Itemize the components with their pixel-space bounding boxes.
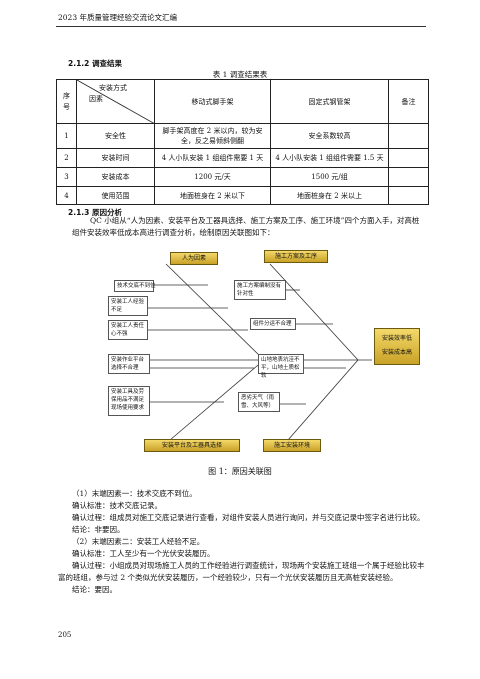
header-col-a: 移动式脚手架 [154, 79, 271, 124]
page-number: 205 [58, 631, 72, 639]
body-text: （1）末端因素一：技术交底不到位。 确认标准：技术交底记录。 确认过程：组成员对… [58, 488, 426, 596]
cause-box: 安装工人责任心不强 [108, 320, 148, 340]
body-paragraph: （1）末端因素一：技术交底不到位。 [72, 489, 197, 498]
diagonal-line [77, 80, 155, 124]
cause-box: 组件分运不合理 [250, 318, 296, 330]
table-row: 2 安装时间 4 人小队安装 1 组组件需要 1 天 4 人小队安装 1 组组件… [56, 148, 429, 168]
body-paragraph: 确认标准：工人至少有一个光伏安装履历。 [72, 549, 215, 558]
cause-box: 恶劣天气（雨雪、大风等） [238, 392, 280, 412]
cause-box: 安装工具及劳保用品不满足现场使用要求 [108, 386, 150, 416]
header-diagonal-cell: 安装方式 因素 [76, 79, 155, 124]
table-row: 4 使用范围 地面桩身在 2 米以下 地面桩身在 2 米以上 [56, 186, 429, 205]
header-seq: 序号 [56, 79, 77, 124]
body-paragraph: 确认过程：组成员对施工交底记录进行查看，对组件安装人员进行询问，并与交底记录中签… [72, 513, 425, 522]
category-human: 人为因素 [170, 252, 218, 265]
effect-line-1: 安装效率低 [381, 335, 412, 342]
cause-box: 技术交底不到位 [114, 280, 156, 292]
section-heading-213: 2.1.3 原因分析 [68, 208, 122, 217]
category-env: 施工安装环境 [263, 439, 321, 452]
body-paragraph: 结论：要因。 [72, 585, 117, 594]
category-plan: 施工方案及工序 [264, 250, 328, 263]
running-header: 2023 年质量管理经验交流论文汇编 [58, 13, 177, 22]
cause-box: 安装工人经验不足 [108, 296, 148, 316]
results-table: 序号 安装方式 因素 移动式脚手架 固定式钢管架 备注 1 安全性 脚手架高度在… [56, 79, 429, 205]
body-paragraph: （2）末端因素二：安装工人经验不足。 [72, 537, 205, 546]
table-caption: 表 1 调查结果表 [212, 70, 268, 79]
header-note: 备注 [388, 79, 429, 124]
cause-box: 安装作业平台选择不合理 [108, 354, 150, 374]
effect-box: 安装效率低 安装成本高 [374, 328, 420, 365]
body-paragraph: 确认过程：小组成员对现场施工人员的工作经验进行调查统计，现场两个安装施工班组一个… [58, 561, 425, 582]
table-row: 3 安装成本 1200 元/天 1500 元/组 [56, 167, 429, 187]
cause-box: 山地地表坑洼不平，山地土质松软 [258, 354, 304, 379]
cause-diagram: 人为因素 施工方案及工序 安装平台及工器具选择 施工安装环境 安装效率低 安装成… [88, 244, 428, 460]
effect-line-2: 安装成本高 [381, 349, 412, 356]
category-tools: 安装平台及工器具选择 [144, 439, 240, 452]
figure-caption: 图 1：原因关联图 [208, 467, 272, 476]
header-rule [56, 26, 426, 27]
table-row: 1 安全性 脚手架高度在 2 米以内，较为安全，反之易倾斜侧翻 安全系数较高 [56, 123, 429, 149]
header-col-b: 固定式钢管架 [270, 79, 389, 124]
body-paragraph: 确认标准：技术交底记录。 [72, 501, 162, 510]
body-paragraph: 结论：非要因。 [72, 525, 125, 534]
cause-box: 施工方案编制没有针对性 [234, 280, 286, 300]
intro-paragraph: QC 小组从“人为因素、安装平台及工器具选择、施工方案及工序、施工环境”四个方面… [72, 216, 420, 237]
section-heading-212: 2.1.2 调查结果 [68, 59, 122, 68]
diag-bottom-label: 因素 [89, 95, 103, 103]
diag-top-label: 安装方式 [99, 84, 127, 92]
